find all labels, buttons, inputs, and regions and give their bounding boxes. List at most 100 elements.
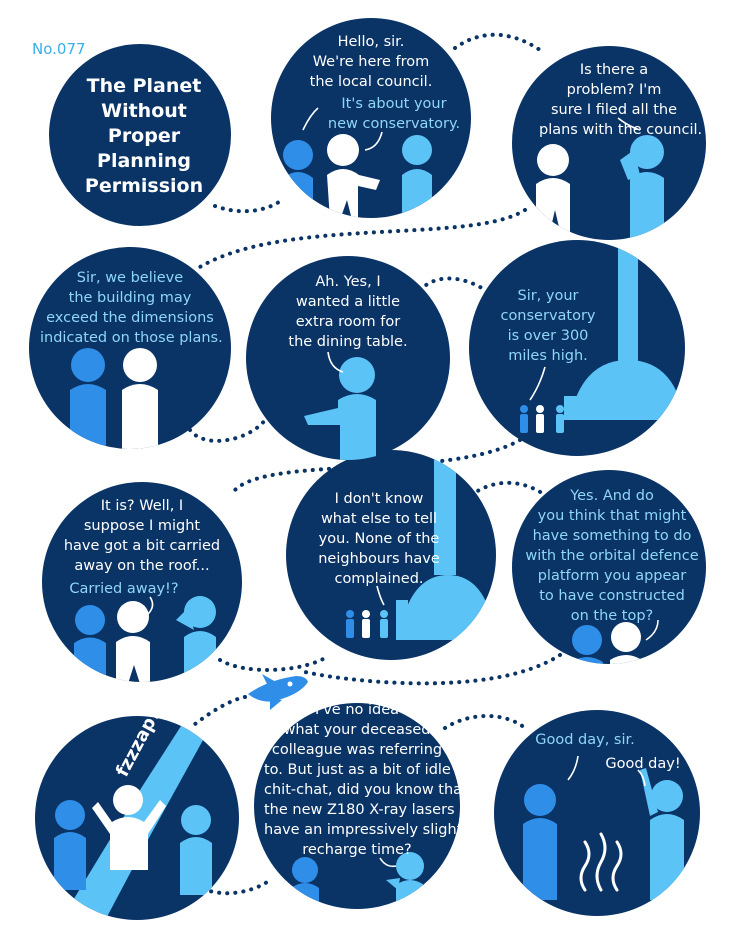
panel-2-speech-a: Hello, sir. We're here from the local co… — [303, 32, 439, 92]
council-man-body — [536, 178, 570, 240]
council-man-left-body — [283, 172, 313, 218]
speech-line: colleague was referring — [271, 742, 443, 758]
council-man-blue-head — [71, 348, 105, 382]
speech-line: Carried away!? — [69, 581, 179, 597]
title-line: The Planet — [86, 75, 202, 97]
speech-line: Yes. And do — [570, 488, 654, 504]
owner-body — [304, 394, 376, 460]
panel-12-pointer-a — [567, 755, 579, 781]
speech-line: Sir, we believe — [76, 270, 184, 286]
panel-7-speech-b: Carried away!? — [60, 579, 188, 599]
tiny-figure-1-head — [346, 610, 354, 618]
panel-4-speech: Sir, we believe the building may exceed … — [40, 268, 223, 348]
council-man-white-head — [123, 348, 157, 382]
panel-5-pointer — [327, 351, 344, 373]
rocket-fin-top — [262, 674, 276, 686]
connector-5-6 — [418, 276, 487, 292]
panel-11-pointer — [379, 857, 397, 868]
council-man-blue-head — [55, 800, 85, 830]
conservatory-dome — [575, 360, 680, 420]
speech-line: suppose I might — [83, 518, 201, 534]
speech-line: wanted a little — [295, 294, 401, 310]
issue-number: No.077 — [32, 40, 86, 58]
owner-body — [640, 768, 684, 900]
tiny-figure-2-body — [362, 619, 370, 638]
panel-7-speech-a: It is? Well, I suppose I might have got … — [57, 496, 227, 576]
speech-line: recharge time? — [302, 842, 412, 858]
tiny-figure-1-body — [346, 619, 354, 638]
title-line: Permission — [84, 175, 204, 197]
tiny-figure-3-body — [380, 619, 388, 638]
council-man-blue-body — [74, 637, 106, 682]
rocket-fin-bottom — [270, 698, 282, 710]
council-man-white-body — [116, 636, 150, 682]
speech-line: the building may — [68, 290, 192, 306]
victim-head — [113, 785, 143, 815]
speech-line: on the top? — [570, 608, 654, 624]
connector-4-5 — [188, 418, 267, 443]
council-man-blue-body — [70, 384, 106, 449]
council-man-left-head — [283, 140, 313, 170]
tiny-figure-3-head — [556, 405, 564, 413]
council-man-blue-body — [54, 832, 86, 890]
owner-head — [396, 852, 424, 880]
conservatory-base-step — [564, 396, 578, 420]
speech-line: sure I filed all the — [550, 102, 678, 118]
tiny-figure-1-body — [520, 414, 528, 433]
panel-9-pointer — [645, 619, 659, 641]
council-man-center-head — [327, 134, 359, 166]
panel-12-figures — [523, 755, 684, 900]
speech-line: Is there a — [579, 62, 649, 78]
panel-12-pointer-b — [637, 769, 646, 787]
panel-12-speech-b: Good day! — [598, 754, 688, 774]
rocket-body — [248, 676, 308, 702]
panel-5-speech: Ah. Yes, I wanted a little extra room fo… — [280, 272, 416, 352]
panel-6-pointer — [529, 366, 546, 401]
council-man-white-head — [117, 601, 149, 633]
panel-9-speech: Yes. And do you think that might have so… — [522, 486, 702, 626]
connector-7-8 — [218, 656, 327, 672]
speech-line: Sir, your — [517, 288, 579, 304]
speech-line: It's about your — [341, 96, 447, 112]
title-line: Proper — [107, 125, 181, 147]
owner-body — [620, 150, 664, 240]
connector-2-3 — [453, 32, 542, 52]
title-line: Without — [101, 100, 187, 122]
rocket — [248, 674, 308, 710]
connector-6-7 — [233, 438, 522, 492]
connector-3-4 — [193, 208, 527, 272]
speech-line: neighbours have — [318, 551, 440, 567]
speech-line: conservatory — [500, 308, 596, 324]
owner-body — [180, 837, 212, 895]
speech-line: what your deceased — [283, 722, 431, 738]
speech-line: exceed the dimensions — [46, 310, 214, 326]
panel-5-circle — [246, 256, 450, 460]
tiny-figure-2-body — [536, 414, 544, 433]
panel-6-figures — [520, 240, 680, 433]
speech-line: is over 300 — [507, 328, 589, 344]
comic-title: The Planet Without Proper Planning Permi… — [56, 74, 232, 199]
victim-body — [92, 800, 166, 870]
panel-7-pointer — [147, 596, 154, 615]
title-line: Planning — [97, 150, 191, 172]
connector-9-10 — [303, 653, 562, 686]
speech-line: you. None of the — [318, 531, 440, 547]
speech-line: the local council. — [309, 74, 433, 90]
panel-3-speech: Is there a problem? I'm sure I filed all… — [539, 60, 702, 140]
council-man-blue-body — [571, 657, 603, 664]
panel-6-speech: Sir, your conservatory is over 300 miles… — [496, 286, 600, 366]
council-man-body — [523, 818, 557, 900]
conservatory-tower — [434, 450, 456, 575]
tiny-figure-2-head — [362, 610, 370, 618]
speech-line: I don't know — [334, 491, 424, 507]
panel-11-speech: I've no idea what your deceased colleagu… — [264, 700, 468, 860]
speech-line: Good day! — [605, 756, 681, 772]
tiny-figure-3-body — [556, 414, 564, 433]
council-man-white-head — [611, 622, 641, 652]
council-man-right-body — [402, 169, 432, 218]
smoke-wisps — [579, 832, 623, 892]
owner-head — [184, 596, 216, 628]
panel-5-figures — [304, 351, 376, 460]
speech-line: It is? Well, I — [100, 498, 184, 514]
